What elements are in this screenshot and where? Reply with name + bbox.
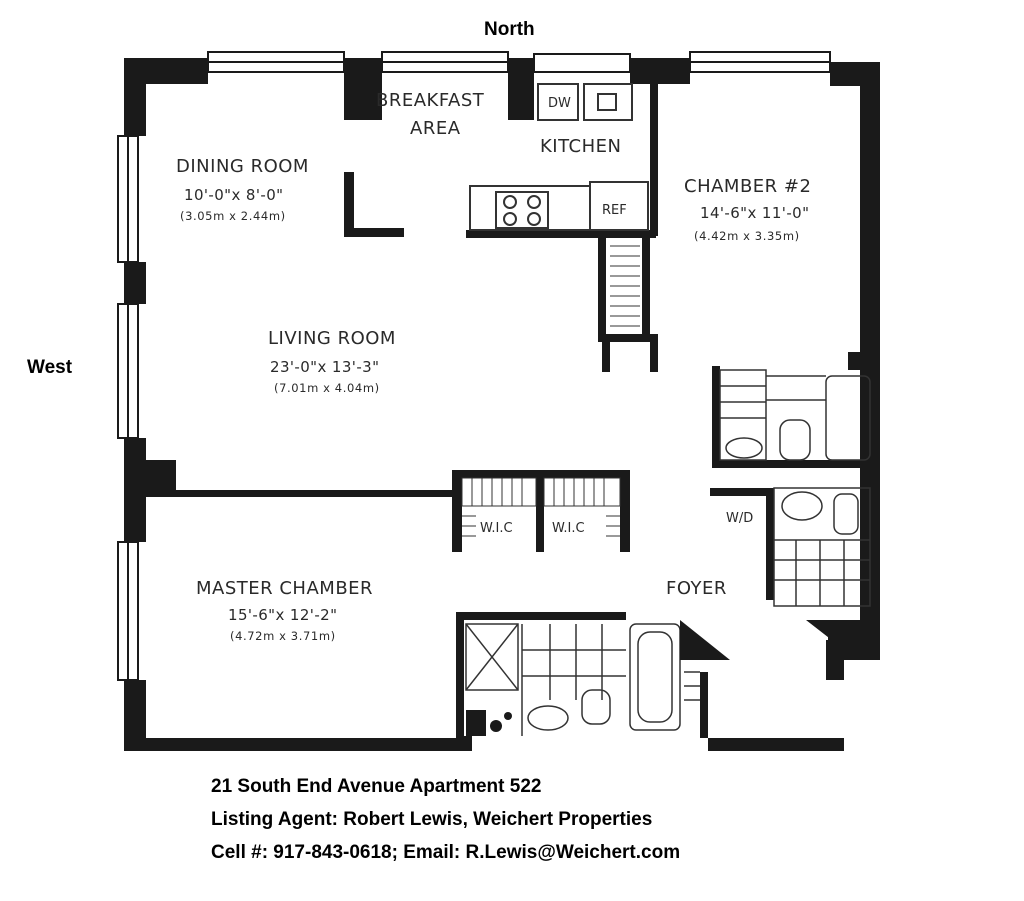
listing-agent: Listing Agent: Robert Lewis, Weichert Pr… (211, 809, 653, 830)
stove (495, 191, 549, 229)
compass-west: West (27, 357, 73, 378)
living-room-size: 23'-0"x 13'-3" (270, 358, 379, 376)
hall-bath-sink (725, 437, 763, 459)
dining-room-metric: (3.05m x 2.44m) (180, 209, 286, 223)
wic-shelving (461, 477, 621, 537)
kitchen-sink (583, 83, 633, 121)
refrigerator-label: REF (602, 203, 627, 218)
master-bath (465, 620, 730, 736)
dishwasher (537, 83, 579, 121)
listing-address: 21 South End Avenue Apartment 522 (211, 776, 542, 797)
chamber-2-metric: (4.42m x 3.35m) (694, 229, 800, 243)
hall-bath-toilet (779, 419, 811, 461)
master-bath-sink (527, 705, 569, 731)
washer-dryer-label: W/D (726, 511, 753, 526)
wic-1-label: W.I.C (480, 521, 513, 536)
dining-room-name: DINING ROOM (176, 156, 309, 177)
master-shower (465, 623, 519, 691)
second-bath-toilet (833, 493, 859, 535)
dining-room-size: 10'-0"x 8'-0" (184, 186, 283, 204)
compass-north: North (484, 19, 535, 40)
master-chamber-size: 15'-6"x 12'-2" (228, 606, 337, 624)
pantry-hatch (610, 245, 640, 327)
interior-walls (146, 84, 876, 738)
chamber-2-name: CHAMBER #2 (684, 176, 811, 197)
chamber-2-size: 14'-6"x 11'-0" (700, 204, 809, 222)
master-bath-toilet (581, 689, 611, 725)
breakfast-area-label-1: BREAKFAST (376, 90, 485, 111)
hall-bath-tub (825, 375, 871, 461)
foyer-label: FOYER (666, 578, 727, 599)
wic-2-label: W.I.C (552, 521, 585, 536)
listing-contact: Cell #: 917-843-0618; Email: R.Lewis@Wei… (211, 842, 681, 863)
windows (117, 51, 831, 681)
dishwasher-label: DW (548, 96, 571, 111)
master-chamber-metric: (4.72m x 3.71m) (230, 629, 336, 643)
second-bath (773, 487, 871, 648)
hall-bath (719, 369, 871, 461)
master-bath-corner (466, 710, 512, 736)
kitchen-fixtures (469, 83, 649, 231)
breakfast-area-label-2: AREA (410, 118, 461, 139)
living-room-name: LIVING ROOM (268, 328, 396, 349)
exterior-walls (124, 58, 880, 751)
master-chamber-name: MASTER CHAMBER (196, 578, 373, 599)
kitchen-counter (469, 185, 591, 231)
master-bath-tub (629, 623, 681, 731)
living-room-metric: (7.01m x 4.04m) (274, 381, 380, 395)
second-bath-sink (781, 491, 823, 521)
kitchen-label: KITCHEN (540, 136, 622, 157)
